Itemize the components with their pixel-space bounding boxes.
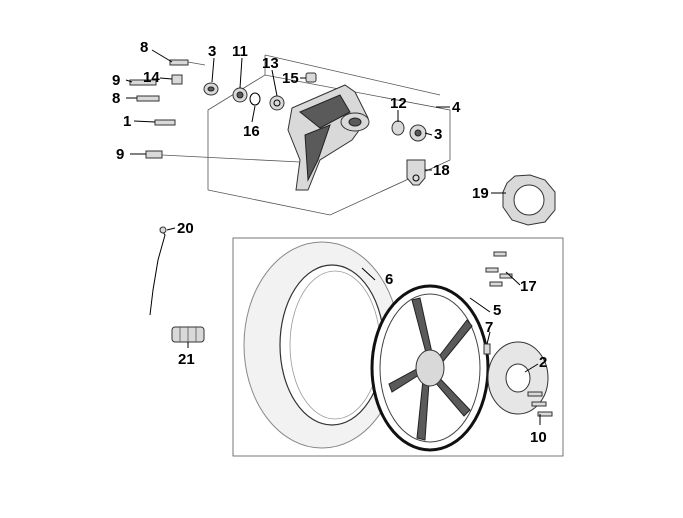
callout-18: 18 <box>433 162 450 179</box>
callout-12: 12 <box>390 95 407 112</box>
sensor-ring-19 <box>502 174 556 226</box>
callout-5: 5 <box>493 302 501 319</box>
callout-9-bottom: 9 <box>116 146 124 163</box>
bolt-9-bottom <box>145 150 301 163</box>
callout-10: 10 <box>530 429 547 446</box>
callout-20: 20 <box>177 220 194 237</box>
valve-bolts-17 <box>485 251 513 287</box>
rim-5 <box>370 284 490 452</box>
bolt-1 <box>154 119 176 126</box>
callout-labels: 8 3 11 13 9 14 15 8 4 12 1 16 3 9 18 19 … <box>112 39 547 446</box>
leader-lines <box>125 49 541 425</box>
callout-15: 15 <box>282 70 299 87</box>
callout-8-top: 8 <box>140 39 148 56</box>
callout-6: 6 <box>385 271 393 288</box>
callout-3-right: 3 <box>434 126 442 143</box>
collar-12 <box>391 120 405 136</box>
callout-3-left: 3 <box>208 43 216 60</box>
swingarm-carrier <box>287 84 370 191</box>
circlip-16 <box>249 92 261 106</box>
brake-hose-20 <box>149 226 167 316</box>
bearing-3-right <box>409 124 427 142</box>
tire-6 <box>243 241 401 449</box>
bolt-8-mid <box>136 95 160 102</box>
collar-15 <box>305 72 317 83</box>
bolt-8-top <box>169 59 206 66</box>
callout-16: 16 <box>243 123 260 140</box>
disc-bolts-10 <box>527 391 553 417</box>
swingarm-assembly-frame <box>207 54 451 216</box>
callout-4: 4 <box>452 99 461 116</box>
bolt-9-top <box>129 79 157 86</box>
bracket-18 <box>406 159 426 186</box>
callout-14: 14 <box>143 69 160 86</box>
callout-11: 11 <box>232 43 248 60</box>
bearing-11 <box>232 87 248 103</box>
callout-7: 7 <box>485 319 493 336</box>
nut-14 <box>171 74 183 85</box>
callout-8-mid: 8 <box>112 90 120 107</box>
seal-13 <box>269 95 285 111</box>
bearing-3-left <box>203 82 219 96</box>
callout-13: 13 <box>262 55 279 72</box>
callout-21: 21 <box>178 351 195 368</box>
callout-2: 2 <box>539 354 547 371</box>
callout-17: 17 <box>520 278 537 295</box>
callout-19: 19 <box>472 185 489 202</box>
callout-9-top: 9 <box>112 72 120 89</box>
callout-1: 1 <box>123 113 131 130</box>
sleeve-21 <box>171 326 205 343</box>
valve-7 <box>483 343 491 355</box>
wheel-assembly-frame <box>232 237 564 457</box>
